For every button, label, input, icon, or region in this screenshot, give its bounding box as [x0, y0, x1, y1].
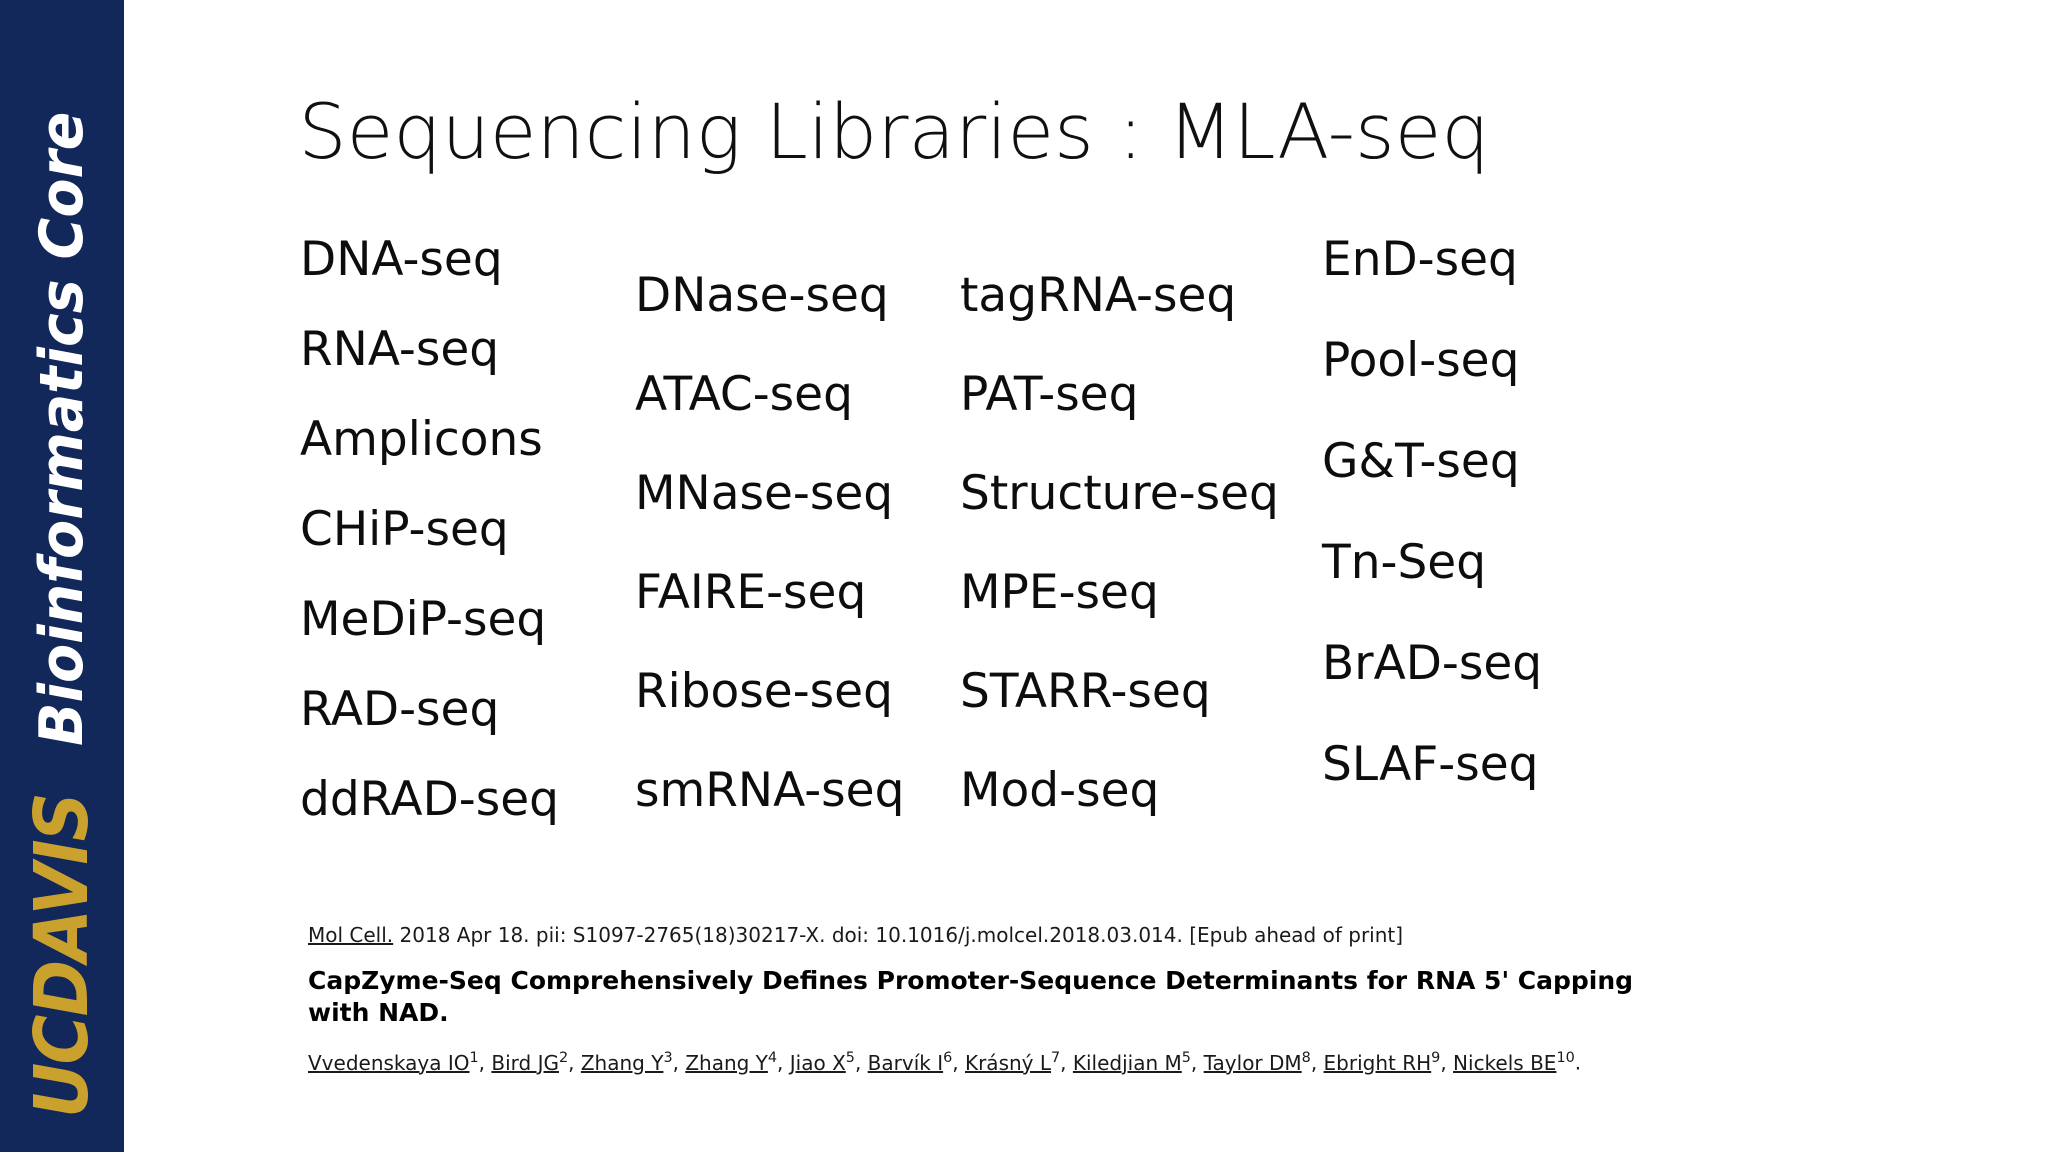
- author-link[interactable]: Jiao X5: [789, 1050, 855, 1075]
- brand-sidebar-text: UCDAVIS Bioinformatics Core: [0, 0, 124, 1152]
- author-link[interactable]: Vvedenskaya IO1: [308, 1050, 479, 1075]
- library-item: G&T-seq: [1322, 434, 1520, 489]
- author-affiliation-marker: 2: [558, 1050, 569, 1066]
- library-item: MPE-seq: [960, 565, 1159, 620]
- journal-link[interactable]: Mol Cell.: [308, 923, 394, 947]
- library-item: SLAF-seq: [1322, 737, 1539, 792]
- brand-bioinformatics-core-label: Bioinformatics Core: [27, 111, 97, 746]
- author-separator: ,: [568, 1050, 581, 1075]
- author-list: Vvedenskaya IO1, Bird JG2, Zhang Y3, Zha…: [308, 1049, 1728, 1077]
- library-item: RAD-seq: [300, 682, 500, 737]
- library-item: smRNA-seq: [635, 763, 905, 818]
- author-separator: ,: [777, 1050, 790, 1075]
- author-affiliation-marker: 5: [845, 1050, 855, 1066]
- brand-sidebar: UCDAVIS Bioinformatics Core: [0, 0, 124, 1152]
- library-item: PAT-seq: [960, 367, 1139, 422]
- author-link[interactable]: Nickels BE10: [1453, 1050, 1575, 1075]
- library-column-3: tagRNA-seq PAT-seq Structure-seq MPE-seq…: [960, 272, 1279, 866]
- library-item: Tn-Seq: [1322, 535, 1487, 590]
- library-item: MNase-seq: [635, 466, 894, 521]
- library-column-1: DNA-seq RNA-seq Amplicons CHiP-seq MeDiP…: [300, 236, 559, 866]
- author-link[interactable]: Zhang Y4: [685, 1050, 778, 1075]
- citation-source-line: Mol Cell. 2018 Apr 18. pii: S1097-2765(1…: [308, 922, 1728, 949]
- library-item: EnD-seq: [1322, 232, 1518, 287]
- author-separator: ,: [1190, 1050, 1204, 1075]
- author-separator: ,: [1310, 1050, 1324, 1075]
- library-item: BrAD-seq: [1322, 636, 1543, 691]
- author-affiliation-marker: 1: [469, 1050, 479, 1066]
- library-column-2: DNase-seq ATAC-seq MNase-seq FAIRE-seq R…: [635, 272, 904, 866]
- author-separator: ,: [1440, 1050, 1454, 1075]
- library-item: FAIRE-seq: [635, 565, 867, 620]
- author-link[interactable]: Taylor DM8: [1203, 1050, 1311, 1075]
- author-affiliation-marker: 3: [663, 1050, 673, 1066]
- library-column-4: EnD-seq Pool-seq G&T-seq Tn-Seq BrAD-seq…: [1322, 236, 1542, 842]
- author-affiliation-marker: 5: [1181, 1050, 1191, 1066]
- author-affiliation-marker: 9: [1431, 1050, 1441, 1066]
- library-item: DNase-seq: [635, 268, 889, 323]
- library-item: Mod-seq: [960, 763, 1160, 818]
- author-affiliation-marker: 4: [767, 1050, 778, 1066]
- author-link[interactable]: Ebright RH9: [1323, 1050, 1441, 1075]
- citation-block: Mol Cell. 2018 Apr 18. pii: S1097-2765(1…: [308, 922, 1728, 1077]
- library-list-grid: DNA-seq RNA-seq Amplicons CHiP-seq MeDiP…: [300, 236, 1720, 836]
- library-item: Structure-seq: [960, 466, 1279, 521]
- library-item: Pool-seq: [1322, 333, 1520, 388]
- library-item: tagRNA-seq: [960, 268, 1237, 323]
- author-separator: .: [1574, 1050, 1582, 1075]
- author-affiliation-marker: 6: [943, 1050, 953, 1066]
- author-separator: ,: [854, 1050, 868, 1075]
- library-item: DNA-seq: [300, 232, 503, 287]
- author-separator: ,: [952, 1050, 965, 1075]
- author-affiliation-marker: 7: [1051, 1050, 1061, 1066]
- library-item: ddRAD-seq: [300, 772, 559, 827]
- library-item: MeDiP-seq: [300, 592, 547, 647]
- library-item: STARR-seq: [960, 664, 1211, 719]
- author-separator: ,: [1060, 1050, 1073, 1075]
- author-link[interactable]: Krásný L7: [964, 1050, 1061, 1075]
- author-separator: ,: [478, 1050, 492, 1075]
- citation-details: 2018 Apr 18. pii: S1097-2765(18)30217-X.…: [393, 923, 1404, 947]
- author-link[interactable]: Zhang Y3: [580, 1050, 673, 1075]
- page-title: Sequencing Libraries : MLA-seq: [298, 87, 1490, 176]
- author-link[interactable]: Kiledjian M5: [1072, 1050, 1191, 1075]
- author-affiliation-marker: 8: [1301, 1050, 1311, 1066]
- brand-ucdavis-logo: UCDAVIS: [19, 794, 105, 1118]
- author-separator: ,: [672, 1050, 686, 1075]
- author-affiliation-marker: 10: [1556, 1050, 1575, 1066]
- library-item: CHiP-seq: [300, 502, 509, 557]
- author-link[interactable]: Bird JG2: [491, 1050, 569, 1075]
- library-item: Ribose-seq: [635, 664, 893, 719]
- library-item: Amplicons: [300, 412, 543, 467]
- article-title: CapZyme-Seq Comprehensively Defines Prom…: [308, 966, 1634, 1027]
- library-item: RNA-seq: [300, 322, 500, 377]
- library-item: ATAC-seq: [635, 367, 853, 422]
- author-link[interactable]: Barvík I6: [867, 1050, 953, 1075]
